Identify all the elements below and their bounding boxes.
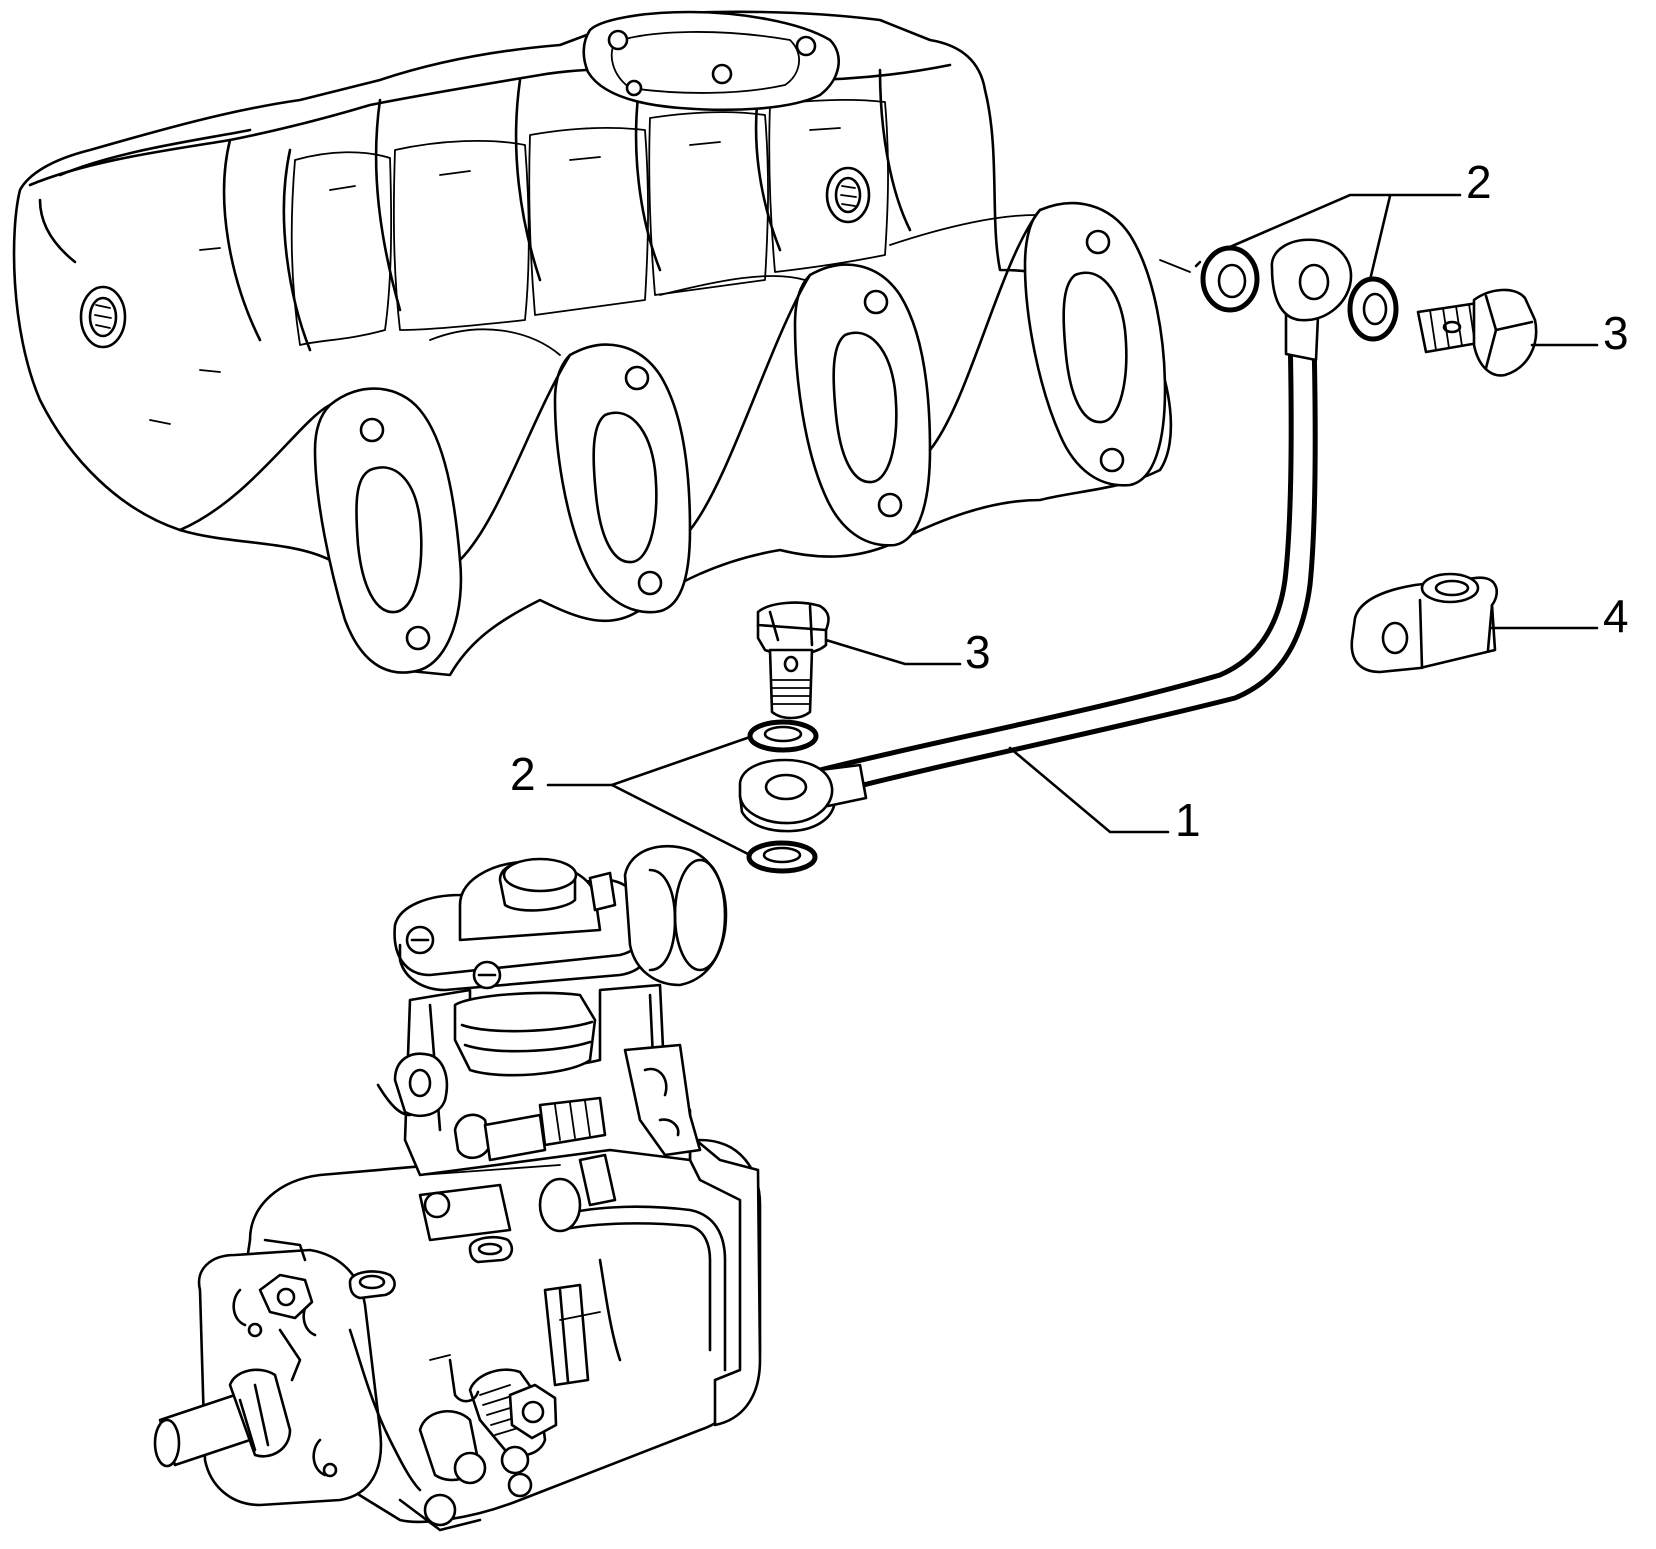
sealing-washer-top-left [1200,245,1260,313]
banjo-bolt-top [1416,288,1538,377]
manifold-flange-1 [313,387,463,674]
pipe [738,238,1353,833]
sealing-washer-lower-2 [746,840,818,874]
pipe-clamp [1350,572,1499,674]
manifold-flange-3 [793,263,932,547]
manifold-flange-2 [553,343,692,614]
intake-manifold [12,10,1191,677]
callout-labels: 2 3 4 3 1 2 [510,156,1629,846]
callout-pipe: 1 [1175,794,1201,846]
leader-lines [546,193,1599,857]
sealing-washer-top-right [1347,276,1399,342]
banjo-bolt-mid [756,601,830,720]
manifold-flange-4 [1023,201,1167,487]
callout-bolt-mid: 3 [965,626,991,678]
callout-bolt-top: 3 [1603,307,1629,359]
callout-clamp: 4 [1603,590,1629,642]
callout-washers-lower: 2 [510,748,536,800]
injection-pump [153,844,762,1532]
sealing-washer-lower-1 [747,719,819,753]
callout-washers-top: 2 [1466,156,1492,208]
